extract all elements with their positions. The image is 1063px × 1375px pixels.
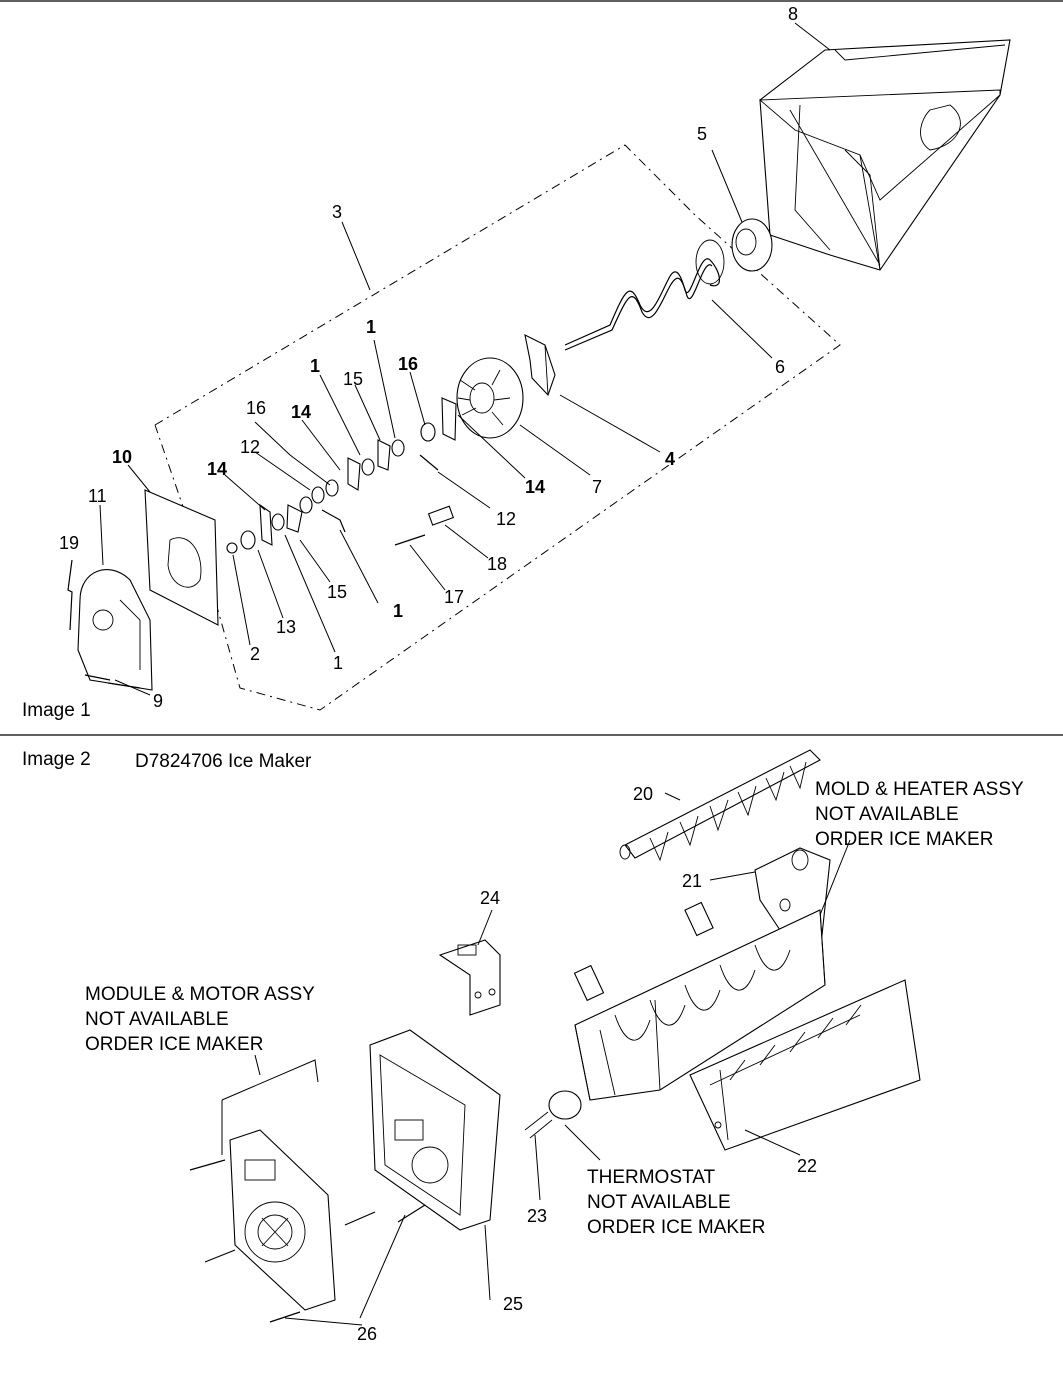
auger [564,239,725,351]
callout-25: 25 [503,1294,523,1314]
callout-24: 24 [480,888,500,908]
callout-4: 4 [665,449,675,469]
callout-22: 22 [797,1156,817,1176]
callout-1-mid: 1 [310,356,320,376]
callout-19: 19 [59,533,79,553]
callout-21: 21 [682,871,702,891]
assembly-outline [154,144,841,711]
note-mold-heater: MOLD & HEATER ASSY NOT AVAILABLE ORDER I… [815,779,1024,850]
spring-clip [67,559,73,631]
callout-1-bottom: 1 [333,653,343,673]
screws [84,674,141,689]
callout-14-top: 14 [291,402,311,422]
callout-15-bottom: 15 [327,582,347,602]
leader-lines-image2 [221,792,851,1326]
small-hardware [226,397,457,554]
callout-6: 6 [775,357,785,377]
callout-9: 9 [153,691,163,711]
callout-17: 17 [444,587,464,607]
drive-wheel [456,357,524,439]
callout-16-right: 16 [398,354,418,374]
svg-text:MOLD & HEATER ASSY: MOLD & HEATER ASSY [815,779,1024,800]
callout-2: 2 [250,644,260,664]
svg-text:NOT AVAILABLE: NOT AVAILABLE [85,1009,229,1030]
callouts-image2: 20 21 24 22 23 25 26 [357,784,817,1344]
callout-15-top: 15 [343,369,363,389]
image1-exploded-view: 8 5 3 6 1 16 1 15 16 14 12 10 14 4 7 14 … [22,4,1011,721]
mounting-bracket [438,939,501,1016]
callout-16-left: 16 [246,398,266,418]
ice-bucket [758,39,1011,271]
svg-text:ORDER ICE MAKER: ORDER ICE MAKER [85,1034,263,1055]
callout-26: 26 [357,1324,377,1344]
callout-12-left: 12 [240,437,260,457]
svg-text:ORDER ICE MAKER: ORDER ICE MAKER [587,1217,765,1238]
svg-text:MODULE & MOTOR ASSY: MODULE & MOTOR ASSY [85,984,315,1005]
note-module-motor: MODULE & MOTOR ASSY NOT AVAILABLE ORDER … [85,984,315,1055]
callout-10: 10 [112,447,132,467]
screws-26 [189,1159,426,1323]
callout-11: 11 [88,486,107,506]
stripper [689,979,921,1151]
image2-exploded-view: Image 2 D7824706 Ice Maker [22,749,1024,1344]
callout-18: 18 [487,554,507,574]
svg-text:NOT AVAILABLE: NOT AVAILABLE [587,1192,731,1213]
callout-1-top: 1 [366,317,376,337]
callout-8: 8 [788,4,798,24]
thermostat [524,1090,582,1139]
image2-caption: Image 2 [22,749,91,770]
callout-3: 3 [332,202,342,222]
svg-text:NOT AVAILABLE: NOT AVAILABLE [815,804,959,825]
ice-mold [573,901,826,1101]
callout-13: 13 [276,617,296,637]
image1-caption: Image 1 [22,700,91,721]
module-housing [369,1029,501,1231]
callout-23: 23 [527,1206,547,1226]
note-thermostat: THERMOSTAT NOT AVAILABLE ORDER ICE MAKER [587,1167,765,1238]
ejector-shaft [619,749,821,862]
bushing [731,218,773,272]
mounting-plate [144,489,219,626]
callout-5: 5 [697,124,707,144]
callouts-image1: 8 5 3 6 1 16 1 15 16 14 12 10 14 4 7 14 … [59,4,798,711]
callout-12-right: 12 [496,509,516,529]
motor-cover [77,569,153,691]
svg-text:THERMOSTAT: THERMOSTAT [587,1167,715,1188]
ice-crusher-blade [524,334,556,397]
leader-lines-image1 [99,22,831,696]
callout-20: 20 [633,784,653,804]
svg-text:ORDER ICE MAKER: ORDER ICE MAKER [815,829,993,850]
motor-faceplate [229,1129,336,1311]
callout-1-right: 1 [393,601,403,621]
callout-14-left: 14 [207,459,227,479]
callout-7: 7 [592,477,602,497]
callout-14-right: 14 [525,477,545,497]
image2-title: D7824706 Ice Maker [135,751,312,772]
